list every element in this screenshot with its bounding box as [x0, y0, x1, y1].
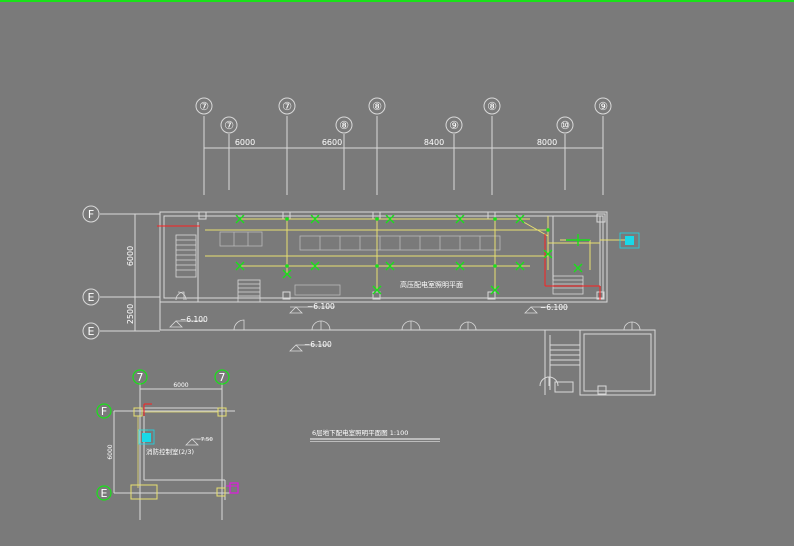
right-stair: [552, 275, 584, 295]
column-label-6: ⑨: [449, 119, 459, 132]
lighting-wiring: [205, 216, 627, 290]
plan2-row-bubble-1: F: [96, 403, 112, 419]
plan2-column-label-2: 7: [219, 371, 226, 384]
row-grid: [100, 213, 160, 332]
dimension-8000: 8000: [537, 138, 557, 147]
left-stair: [175, 234, 197, 278]
doors: [175, 291, 641, 331]
annex-walls: [539, 329, 656, 396]
column-grid: [203, 116, 604, 195]
plan2-dimension-left: 6000: [107, 444, 114, 459]
elevation-label-1: −6.100: [307, 302, 335, 311]
distribution-panel-icon: [619, 232, 640, 249]
dimension-6600: 6600: [322, 138, 342, 147]
row-bubble-2: E: [82, 288, 100, 306]
column-bubble-4: ⑧: [335, 116, 353, 134]
plan2-row-label-2: E: [101, 487, 108, 500]
plan2-dimension-top: 6000: [173, 382, 188, 389]
column-bubble-3: ⑦: [278, 97, 296, 115]
elevation-markers: [169, 306, 568, 352]
light-fixtures: [235, 214, 590, 295]
plan2-row-bubble-2: E: [96, 485, 112, 501]
plan2-row-label-1: F: [101, 405, 107, 418]
plan2-elevation-marker: [185, 438, 212, 446]
elevation-label-4: −6.100: [540, 303, 568, 312]
elevation-label-3: −6.100: [304, 340, 332, 349]
plan2-column-bubble-1: 7: [132, 369, 148, 385]
plan2-red-circuit: [143, 403, 152, 416]
plan2-room-label: 消防控制室(2/3): [146, 447, 194, 456]
plan-title: 6层地下配电室照明平面图 1:100: [312, 428, 408, 437]
column-bubble-6: ⑨: [445, 116, 463, 134]
column-label-9: ⑨: [598, 100, 608, 113]
plan2-magenta-equipment: [226, 482, 239, 494]
dimension-2500-vertical: 2500: [126, 304, 135, 324]
plan2-column-label-1: 7: [137, 371, 144, 384]
column-label-1: ⑦: [199, 100, 209, 113]
dimension-6000: 6000: [235, 138, 255, 147]
row-bubble-1: F: [82, 205, 100, 223]
column-bubble-8: ⑩: [556, 116, 574, 134]
center-stair: [237, 279, 261, 303]
column-bubble-9: ⑨: [594, 97, 612, 115]
column-label-8: ⑩: [560, 119, 570, 132]
column-bubble-1: ⑦: [195, 97, 213, 115]
column-bubble-5: ⑧: [368, 97, 386, 115]
column-label-5: ⑧: [372, 100, 382, 113]
red-circuit: [157, 225, 601, 300]
column-label-2: ⑦: [224, 119, 234, 132]
viewport-top-border: [0, 0, 794, 2]
elevation-label-2: −6.100: [180, 315, 208, 324]
switchgear-cabinets: [219, 231, 501, 296]
room-label-hall: 高压配电室照明平面: [400, 280, 463, 289]
column-label-7: ⑧: [487, 100, 497, 113]
column-bubble-2: ⑦: [220, 116, 238, 134]
plan2-panel-icon: [138, 429, 155, 445]
column-label-3: ⑦: [282, 100, 292, 113]
row-label-1: F: [88, 208, 94, 221]
column-label-4: ⑧: [339, 119, 349, 132]
column-bubble-7: ⑧: [483, 97, 501, 115]
plan2-elevation-label: −7.50: [196, 437, 213, 443]
row-label-3: E: [88, 325, 95, 338]
row-label-2: E: [88, 291, 95, 304]
dimension-6000-vertical: 6000: [126, 246, 135, 266]
plan2-column-bubble-2: 7: [214, 369, 230, 385]
dimension-8400: 8400: [424, 138, 444, 147]
row-bubble-3: E: [82, 322, 100, 340]
fixture-dots: [285, 217, 550, 268]
